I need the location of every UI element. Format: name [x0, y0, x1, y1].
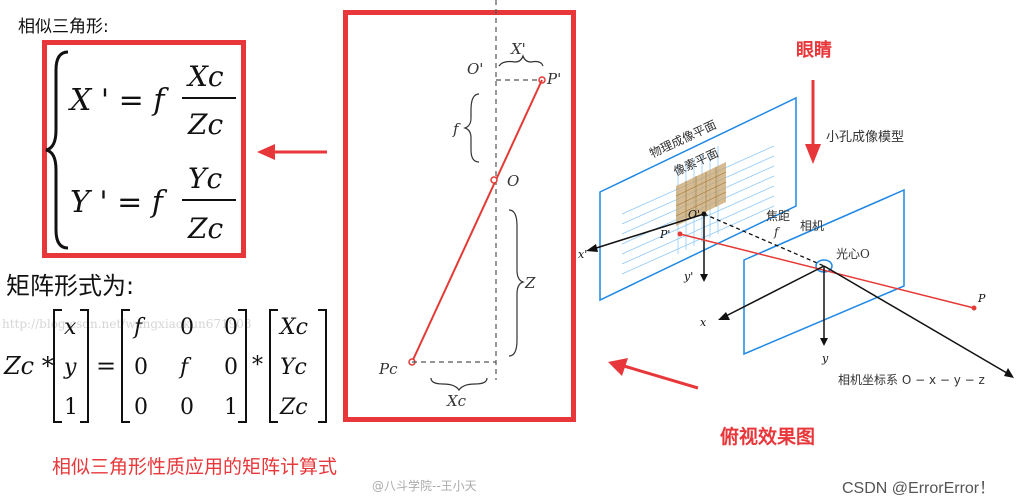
eq1-den: Zc — [187, 108, 223, 141]
mat-2-0: 0 — [134, 395, 148, 420]
camera-label: 相机 — [800, 219, 824, 233]
optical-center-label: 光心O — [836, 247, 870, 261]
vec-left-0: x — [64, 315, 77, 340]
P-prime-3d-label: P' — [659, 228, 670, 241]
X-prime-brace — [498, 54, 544, 67]
X-prime-label: X' — [510, 40, 526, 58]
vec-left-1: y — [63, 355, 77, 380]
eq1-lhs: X ' = f — [68, 83, 169, 118]
pinhole-model-label: 小孔成像模型 — [826, 130, 905, 145]
eq2-lhs: Y ' = f — [70, 185, 168, 220]
matrix-form-title: 矩阵形式为: — [6, 272, 135, 300]
matrix-eq: = — [96, 352, 116, 380]
arrow-to-equations — [257, 144, 327, 160]
top-view-diagram: O' X' P' f O Z Pc Xc — [378, 0, 561, 410]
Xc-brace — [430, 377, 488, 392]
vec-right-2: Zc — [279, 395, 308, 420]
top-view-box — [343, 10, 576, 422]
camera-coord-label: 相机坐标系 O − x − y − z — [838, 373, 985, 387]
similar-triangles-title: 相似三角形: — [18, 17, 109, 37]
ray-P-to-Pprime — [679, 233, 975, 309]
vec-right-bracket-l — [269, 309, 278, 423]
P-3d-point — [971, 305, 977, 311]
P-3d-label: P — [977, 292, 986, 305]
eq1-num: Xc — [186, 60, 224, 93]
x-prime-label: x' — [578, 248, 587, 261]
camera-plane — [743, 188, 905, 356]
P-prime-label: P' — [546, 70, 561, 88]
physical-imaging-plane — [599, 96, 797, 302]
focal-dash — [703, 213, 825, 267]
vec-left-2: 1 — [64, 395, 78, 420]
faint-watermark: http://blog.csdn.net/wangxiaokun671903 — [2, 317, 252, 331]
vec-right-1: Yc — [280, 355, 307, 380]
matrix-svg: http://blog.csdn.net/wangxiaokun671903 Z… — [2, 309, 327, 423]
vec-right-bracket-r — [318, 309, 327, 423]
f-label: f — [452, 120, 461, 138]
optical-center-point — [490, 176, 498, 184]
O-label: O — [507, 172, 519, 190]
y-prime-label: y' — [683, 270, 693, 283]
focal-label: 焦距 — [766, 209, 790, 223]
author-watermark: @八斗学院--王小天 — [372, 479, 477, 493]
arrow-to-top-view — [608, 358, 699, 390]
mat-2-1: 0 — [180, 395, 194, 420]
x-axis — [721, 265, 825, 319]
x-prime-axis — [589, 213, 705, 251]
mat-bracket-l — [121, 309, 130, 423]
Z-brace — [508, 209, 525, 357]
eq2-den: Zc — [187, 212, 223, 245]
mat-2-2: 1 — [224, 395, 238, 420]
f-brace — [463, 93, 480, 163]
matrix-prefix: Zc * — [3, 352, 54, 380]
mat-0-2: 0 — [224, 315, 238, 340]
mat-1-0: 0 — [134, 355, 148, 380]
left-brace — [45, 50, 69, 250]
pinhole-3d-diagram: 物理成像平面 像素平面 O' x' y' P' 焦距 f 相机 光心O P x … — [578, 96, 1014, 378]
mat-1-2: 0 — [224, 355, 238, 380]
vec-right-0: Xc — [278, 315, 308, 340]
Z-label: Z — [524, 274, 536, 292]
projection-ray — [411, 79, 543, 363]
vec-left-bracket-r — [80, 309, 89, 423]
eye-arrow — [805, 80, 821, 164]
mat-bracket-r — [238, 309, 247, 423]
eyes-label: 眼睛 — [796, 40, 832, 61]
vec-left-bracket-l — [53, 309, 62, 423]
csdn-watermark: CSDN @ErrorError！ — [842, 480, 996, 497]
mat-0-1: 0 — [180, 315, 194, 340]
matrix-caption: 相似三角形性质应用的矩阵计算式 — [52, 456, 338, 478]
x-axis-label: x — [700, 316, 707, 329]
z-axis — [823, 265, 1013, 377]
equations-svg: X ' = f Xc Zc Y ' = f Yc Zc — [45, 50, 236, 250]
top-view-label: 俯视效果图 — [720, 426, 816, 448]
mat-1-1: f — [178, 355, 192, 380]
focal-f-label: f — [773, 225, 781, 239]
eq2-num: Yc — [188, 162, 222, 195]
y-axis-label: y — [821, 352, 829, 365]
equation-box — [42, 40, 246, 258]
O-prime-label: O' — [467, 60, 483, 78]
Pc-label: Pc — [378, 360, 398, 378]
Xc-label: Xc — [446, 392, 467, 410]
matrix-mul: * — [252, 353, 263, 378]
